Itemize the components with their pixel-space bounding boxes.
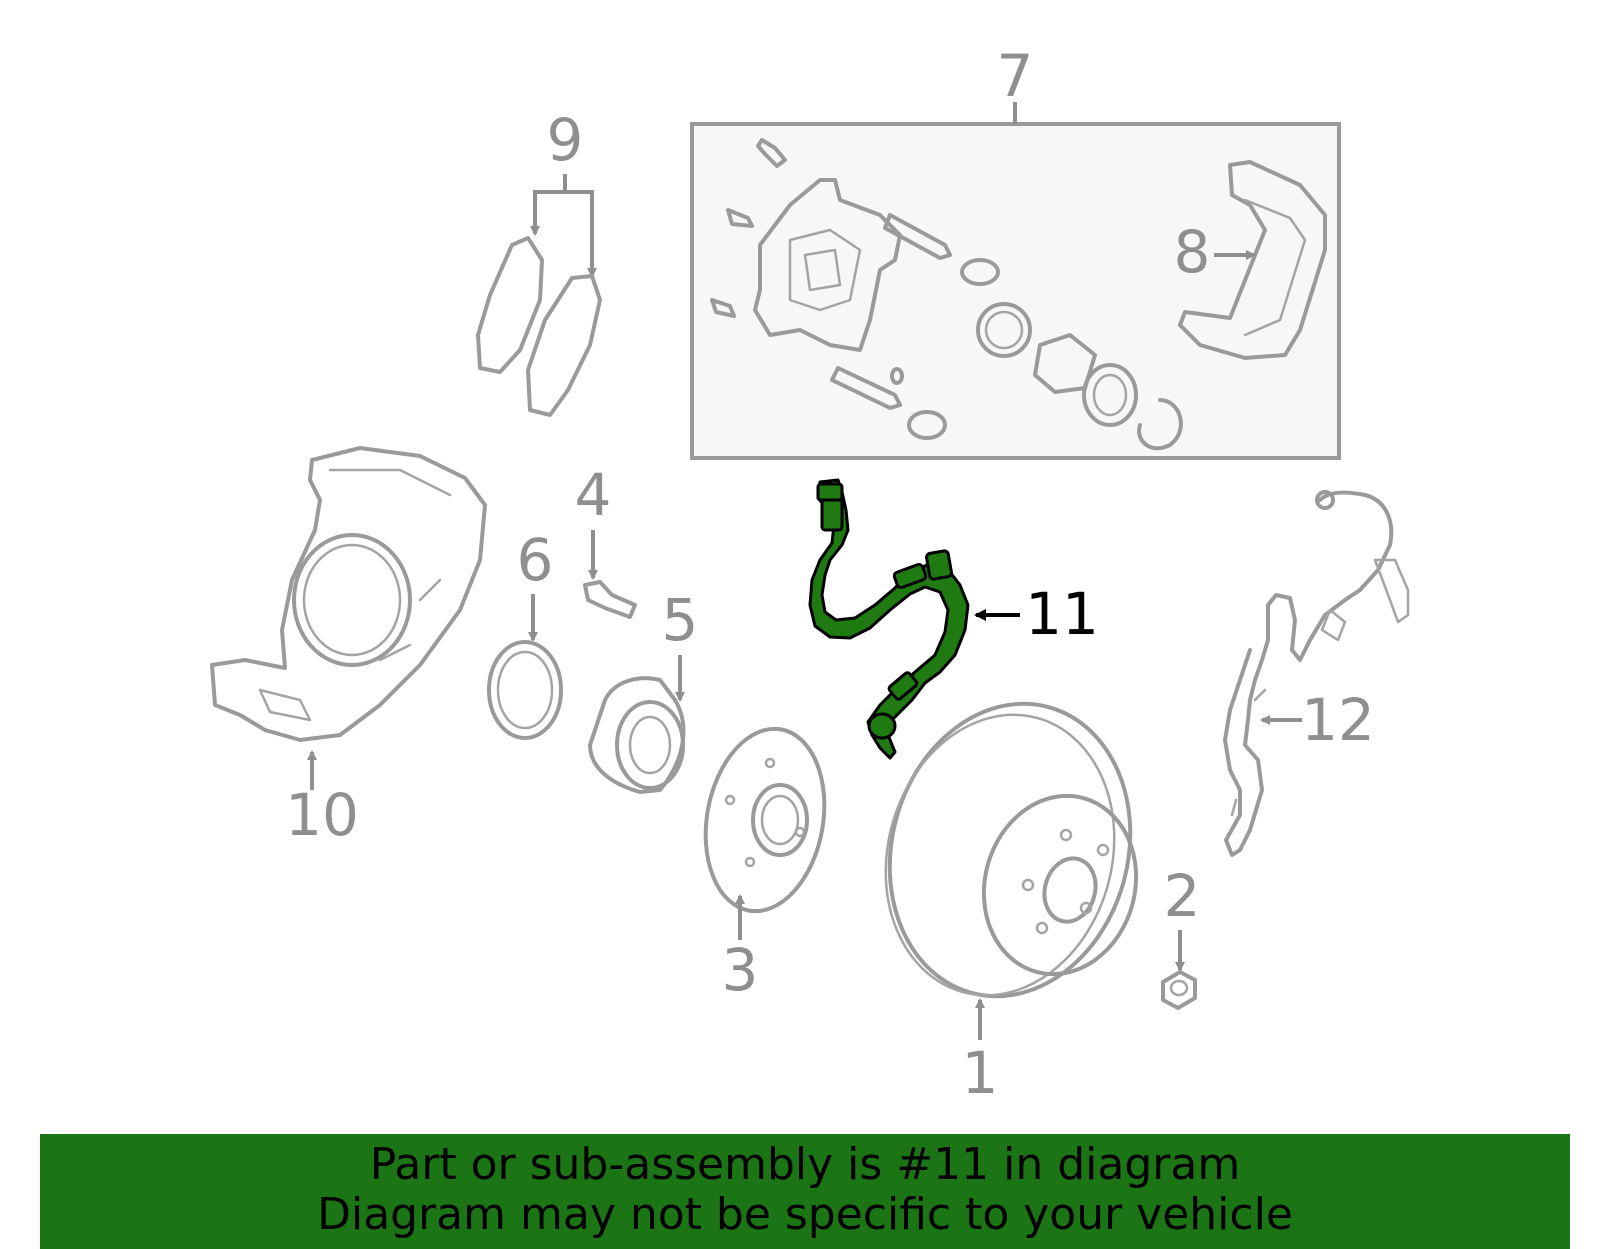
hub-bolt [583,580,637,619]
callout-4: 4 [575,461,612,529]
bearing-group: 5 [588,586,699,794]
rotor-hat [981,793,1139,977]
caliper-bracket [1178,160,1327,360]
abs-sensor-harness [1223,490,1394,857]
brake-rotor [887,701,1133,999]
callout-11: 11 [1025,580,1099,648]
info-banner: Part or sub-assembly is #11 in diagram D… [40,1134,1570,1249]
callout-9-leader [533,174,594,275]
brake-pad-2 [526,274,602,417]
bearing-face [615,700,685,790]
hose-bracket [892,562,928,590]
boot-lower [907,410,947,440]
snap-ring-part [487,640,563,740]
callout-9: 9 [547,106,584,174]
rotor-center-hole [1042,856,1098,924]
rotor-group: 1 [884,701,1139,1107]
guide-pin-lower [830,366,902,410]
callout-5: 5 [662,586,699,654]
callout-8: 8 [1174,218,1211,286]
snap-ring-group: 6 [487,526,563,740]
hub-group: 3 [703,726,827,1004]
snap-ring [1137,398,1183,451]
callout-3: 3 [722,936,759,1004]
bolt-small-2 [710,298,736,318]
callout-6: 6 [517,526,554,594]
brake-pad-1 [476,236,544,374]
abs-sensor-group: 12 [1223,490,1410,857]
piston-seal [976,302,1032,358]
callout-1: 1 [962,1039,999,1107]
callout-10: 10 [285,781,359,849]
bleeder-screw [756,138,787,168]
callout-7: 7 [997,42,1034,110]
wheel-hub [703,726,827,914]
callout-2: 2 [1164,862,1201,930]
caliper-body [753,178,902,352]
hub-center [751,783,809,857]
hose-banjo [867,712,897,740]
banner-line-1: Part or sub-assembly is #11 in diagram [369,1139,1241,1190]
lug-nut [1161,970,1197,1010]
dust-shield [210,446,487,742]
dust-shield-group: 10 [210,446,487,849]
boot-upper [960,258,1000,286]
clip [890,367,904,385]
hub-bolt-group: 4 [575,461,637,619]
hose-fitting-top [816,482,844,502]
hose-fitting-bottom [887,671,919,701]
brake-hose-group: 11 [808,478,1099,760]
nut-group: 2 [1161,862,1201,1010]
bolt-small-1 [726,208,754,228]
callout-12: 12 [1301,686,1375,754]
banner-line-2: Diagram may not be specific to your vehi… [317,1189,1293,1240]
brake-pads-group: 9 [476,106,602,417]
dust-shield-hole [292,533,412,667]
dust-boot [1082,363,1138,427]
guide-pin-upper [883,213,952,260]
caliper-assembly-group: 7 8 [690,42,1341,460]
